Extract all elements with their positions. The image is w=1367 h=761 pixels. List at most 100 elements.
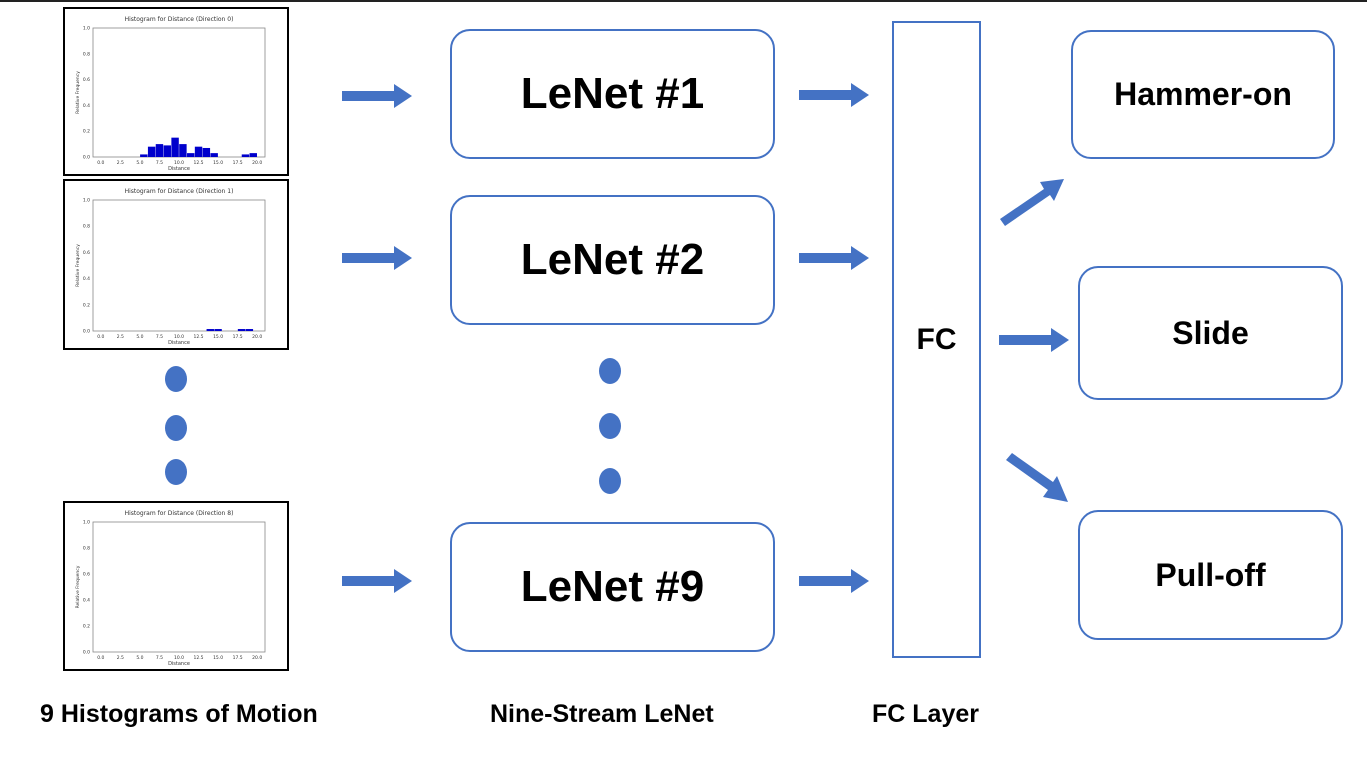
output-pull-off: Pull-off xyxy=(1078,510,1343,640)
plot-frame xyxy=(92,521,266,653)
ellipsis-dot xyxy=(599,358,621,384)
x-tick-label: 12.5 xyxy=(194,160,204,166)
lenet-stream-9: LeNet #9 xyxy=(450,522,775,652)
arrow-right-icon xyxy=(799,246,869,270)
x-tick-label: 10.0 xyxy=(174,160,184,166)
lenet-stream-1: LeNet #1 xyxy=(450,29,775,159)
x-axis-label: Distance xyxy=(168,166,190,172)
histogram-bar xyxy=(214,329,222,331)
x-tick-label: 7.5 xyxy=(156,655,163,661)
y-tick-label: 0.8 xyxy=(83,546,90,552)
y-tick-label: 0.4 xyxy=(83,598,90,604)
arrow-right-icon xyxy=(799,83,869,107)
x-tick-label: 12.5 xyxy=(194,655,204,661)
y-axis-label: Relative Frequency xyxy=(75,565,81,608)
y-tick-label: 0.8 xyxy=(83,224,90,230)
x-tick-label: 7.5 xyxy=(156,160,163,166)
caption-histograms: 9 Histograms of Motion xyxy=(40,700,318,728)
x-tick-label: 0.0 xyxy=(97,655,104,661)
histogram-bar xyxy=(206,329,214,331)
arrow-right-icon xyxy=(999,328,1069,352)
histogram-panel-direction-1: Histogram for Distance (Direction 1) 0.0 2… xyxy=(63,179,289,350)
histogram-bar xyxy=(147,146,156,157)
y-tick-label: 0.6 xyxy=(83,77,90,83)
arrow-right-icon xyxy=(342,569,412,593)
x-axis-label: Distance xyxy=(168,661,190,667)
x-tick-label: 10.0 xyxy=(174,334,184,340)
x-tick-label: 7.5 xyxy=(156,334,163,340)
x-tick-label: 0.0 xyxy=(97,334,104,340)
y-tick-label: 0.4 xyxy=(83,103,90,109)
histogram-bar xyxy=(241,154,250,157)
y-tick-label: 0.0 xyxy=(83,329,90,335)
y-tick-label: 0.6 xyxy=(83,572,90,578)
x-tick-label: 20.0 xyxy=(252,334,262,340)
histogram-panel-direction-8: Histogram for Distance (Direction 8) 0.0 2… xyxy=(63,501,289,671)
caption-nine-stream: Nine-Stream LeNet xyxy=(490,700,714,728)
x-tick-label: 2.5 xyxy=(117,334,124,340)
histogram-bar xyxy=(179,144,187,157)
y-tick-label: 0.6 xyxy=(83,250,90,256)
x-tick-label: 5.0 xyxy=(136,334,143,340)
histogram-bar xyxy=(210,153,218,157)
histogram-bar xyxy=(245,329,254,331)
y-tick-label: 0.0 xyxy=(83,650,90,656)
y-tick-label: 0.2 xyxy=(83,129,90,135)
x-tick-label: 17.5 xyxy=(233,160,243,166)
histogram-bar xyxy=(187,153,195,157)
top-border-line xyxy=(0,0,1367,2)
plot-frame xyxy=(92,27,266,158)
x-tick-label: 10.0 xyxy=(174,655,184,661)
x-tick-label: 12.5 xyxy=(194,334,204,340)
histogram-bar xyxy=(163,145,171,157)
x-tick-label: 15.0 xyxy=(213,655,223,661)
lenet-stream-2: LeNet #2 xyxy=(450,195,775,325)
x-tick-label: 2.5 xyxy=(117,160,124,166)
arrow-right-icon xyxy=(342,246,412,270)
histogram-chart-8: Histogram for Distance (Direction 8) 0.0 2… xyxy=(75,510,266,667)
plot-frame xyxy=(92,199,266,332)
histogram-bar xyxy=(194,146,203,157)
ellipsis-dot xyxy=(599,468,621,494)
y-tick-label: 0.2 xyxy=(83,302,90,308)
x-tick-label: 17.5 xyxy=(233,334,243,340)
y-tick-label: 1.0 xyxy=(83,198,90,204)
arrow-right-icon xyxy=(799,569,869,593)
histogram-bar xyxy=(237,329,246,331)
x-tick-label: 15.0 xyxy=(213,334,223,340)
arrow-right-icon xyxy=(342,84,412,108)
y-tick-label: 1.0 xyxy=(83,26,90,32)
ellipsis-dot xyxy=(165,366,187,392)
y-tick-label: 0.8 xyxy=(83,51,90,57)
histogram-bar xyxy=(140,154,148,157)
x-tick-label: 20.0 xyxy=(252,655,262,661)
y-tick-label: 1.0 xyxy=(83,520,90,526)
output-hammer-on: Hammer-on xyxy=(1071,30,1335,159)
histogram-chart-1: Histogram for Distance (Direction 1) 0.0 2… xyxy=(75,188,266,346)
y-tick-label: 0.2 xyxy=(83,624,90,630)
arrow-down-right-icon xyxy=(1006,453,1068,502)
x-tick-label: 15.0 xyxy=(213,160,223,166)
histogram-title: Histogram for Distance (Direction 8) xyxy=(125,510,234,517)
histogram-chart-0: Histogram for Distance (Direction 0) 0.0 2… xyxy=(75,16,266,172)
histogram-panel-direction-0: Histogram for Distance (Direction 0) 0.0 2… xyxy=(63,7,289,176)
histogram-bar xyxy=(155,144,164,157)
x-tick-label: 2.5 xyxy=(117,655,124,661)
x-tick-label: 0.0 xyxy=(97,160,104,166)
histogram-bar xyxy=(171,137,179,157)
fc-layer-box: FC xyxy=(892,21,981,658)
y-tick-label: 0.4 xyxy=(83,276,90,282)
x-tick-label: 5.0 xyxy=(136,160,143,166)
output-slide: Slide xyxy=(1078,266,1343,400)
ellipsis-dot xyxy=(165,415,187,441)
histogram-title: Histogram for Distance (Direction 0) xyxy=(125,16,234,23)
y-axis-label: Relative Frequency xyxy=(75,244,81,287)
arrow-up-right-icon xyxy=(1000,179,1064,226)
ellipsis-dot xyxy=(165,459,187,485)
histogram-title: Histogram for Distance (Direction 1) xyxy=(125,188,234,195)
x-axis-label: Distance xyxy=(168,340,190,346)
y-tick-label: 0.0 xyxy=(83,155,90,161)
ellipsis-dot xyxy=(599,413,621,439)
y-axis-label: Relative Frequency xyxy=(75,71,81,114)
x-tick-label: 20.0 xyxy=(252,160,262,166)
